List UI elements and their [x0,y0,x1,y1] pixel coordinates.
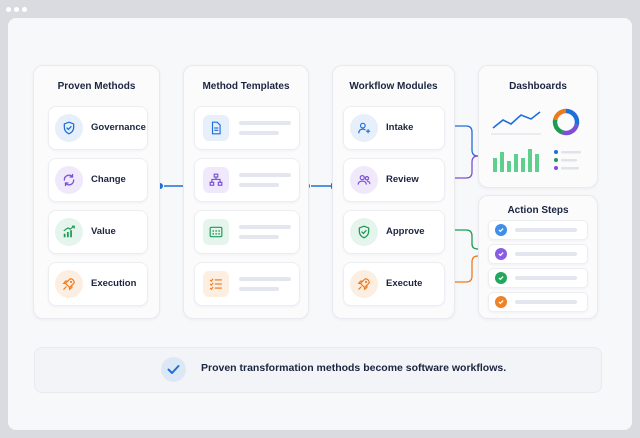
method-templates-card: Method Templates [183,65,309,319]
connector-review [443,155,484,179]
dashboard-widgets [491,108,581,172]
module-row-execute[interactable]: Execute [343,262,445,306]
growth-chart-icon [55,218,83,246]
method-label: Change [91,174,126,185]
dashboards-card: Dashboards [478,65,598,188]
method-label: Governance [91,122,146,133]
module-label: Execute [386,278,423,289]
org-chart-icon [203,167,229,193]
calendar-grid-icon [203,219,229,245]
rocket-icon [55,270,83,298]
check-circle-icon[interactable] [495,224,507,236]
action-steps-card: Action Steps [478,195,598,319]
connector-execute [443,255,484,283]
shield-icon [55,114,83,142]
template-row[interactable] [194,210,300,254]
check-circle-icon[interactable] [495,248,507,260]
module-row-review[interactable]: Review [343,158,445,202]
window-control-dot[interactable] [14,7,19,12]
method-label: Execution [91,278,137,289]
check-icon [161,357,186,382]
summary-banner: Proven transformation methods become sof… [34,347,602,393]
window-control-dot[interactable] [6,7,11,12]
method-row-change[interactable]: Change [48,158,148,202]
workflow-modules-card: Workflow Modules Intake Review Approve E… [332,65,455,319]
placeholder-bar [239,277,291,281]
module-row-intake[interactable]: Intake [343,106,445,150]
placeholder-bar [239,225,291,229]
donut-chart-icon [552,108,580,136]
action-step-row[interactable] [488,244,588,264]
module-label: Intake [386,122,414,133]
template-row[interactable] [194,158,300,202]
proven-methods-card: Proven Methods Governance Change Value E… [33,65,160,319]
connector-approve [443,229,484,250]
module-label: Review [386,174,419,185]
action-step-row[interactable] [488,268,588,288]
placeholder-bar [515,252,577,256]
module-label: Approve [386,226,425,237]
method-label: Value [91,226,116,237]
placeholder-bar [239,173,291,177]
template-row[interactable] [194,106,300,150]
placeholder-bar [239,183,279,187]
placeholder-bar [239,235,279,239]
check-circle-icon[interactable] [495,272,507,284]
placeholder-bar [515,300,577,304]
placeholder-bar [239,131,279,135]
document-icon [203,115,229,141]
user-add-icon [350,114,378,142]
card-title: Dashboards [509,81,567,92]
legend-list-icon [554,150,581,170]
template-row[interactable] [194,262,300,306]
checklist-icon [203,271,229,297]
action-step-row[interactable] [488,292,588,312]
placeholder-bar [515,228,577,232]
module-row-approve[interactable]: Approve [343,210,445,254]
check-circle-icon[interactable] [495,296,507,308]
card-title: Method Templates [202,81,290,92]
method-row-governance[interactable]: Governance [48,106,148,150]
users-icon [350,166,378,194]
card-title: Workflow Modules [349,81,438,92]
method-row-execution[interactable]: Execution [48,262,148,306]
shield-check-icon [350,218,378,246]
card-title: Action Steps [507,205,569,216]
method-row-value[interactable]: Value [48,210,148,254]
rocket-icon [350,270,378,298]
bar-chart-icon [493,149,539,172]
placeholder-bar [239,287,279,291]
card-title: Proven Methods [57,81,136,92]
placeholder-bar [515,276,577,280]
window-control-dot[interactable] [22,7,27,12]
window-titlebar [0,0,640,18]
banner-text: Proven transformation methods become sof… [201,362,507,374]
action-step-row[interactable] [488,220,588,240]
placeholder-bar [239,121,291,125]
refresh-icon [55,166,83,194]
line-chart-icon [491,111,541,135]
